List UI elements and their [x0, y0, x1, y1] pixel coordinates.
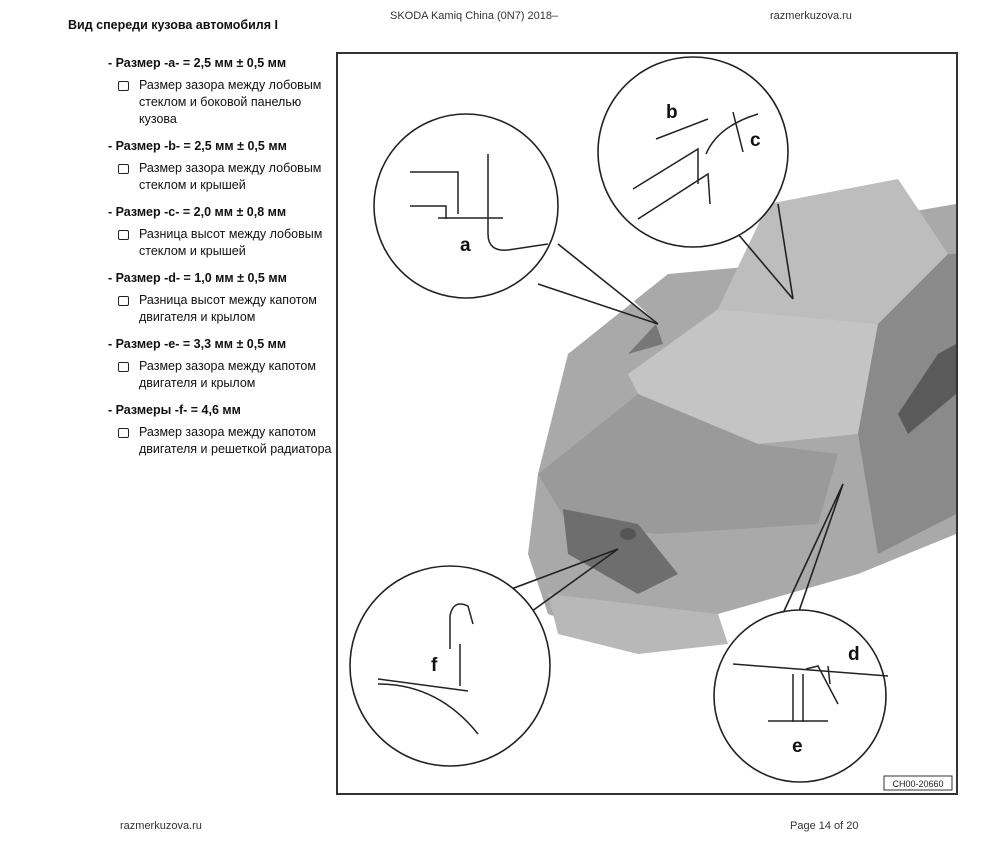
list-item: - Размер -a- = 2,5 мм ± 0,5 мм Размер заз… — [108, 55, 333, 128]
dimension-d: - Размер -d- = 1,0 мм ± 0,5 мм — [108, 271, 287, 285]
footer-site: razmerkuzova.ru — [120, 820, 202, 832]
figure-code: CH00-20660 — [892, 779, 943, 789]
dimension-f: - Размеры -f- = 4,6 мм — [108, 403, 241, 417]
list-item: - Размер -d- = 1,0 мм ± 0,5 мм Разница вы… — [108, 270, 333, 326]
dimension-list: - Размер -a- = 2,5 мм ± 0,5 мм Размер заз… — [108, 55, 333, 468]
car-body — [528, 179, 956, 654]
dimension-c: - Размер -c- = 2,0 мм ± 0,8 мм — [108, 205, 287, 219]
document-title: SKODA Kamiq China (0N7) 2018– — [390, 10, 559, 22]
dimension-b: - Размер -b- = 2,5 мм ± 0,5 мм — [108, 139, 287, 153]
list-item: - Размер -c- = 2,0 мм ± 0,8 мм Разница вы… — [108, 204, 333, 260]
label-a: a — [460, 235, 471, 256]
checkbox-bullet-icon — [118, 296, 129, 306]
dimension-a: - Размер -a- = 2,5 мм ± 0,5 мм — [108, 56, 287, 70]
dimension-description: Размер зазора между лобовым стеклом и кр… — [139, 161, 322, 192]
label-f: f — [431, 655, 438, 676]
label-e: e — [792, 736, 803, 757]
label-b: b — [666, 102, 678, 123]
label-d: d — [848, 644, 860, 665]
checkbox-bullet-icon — [118, 362, 129, 372]
detail-circle-de — [713, 609, 887, 783]
detail-circles — [349, 56, 887, 783]
list-item: - Размер -e- = 3,3 мм ± 0,5 мм Размер заз… — [108, 336, 333, 392]
list-item: - Размер -b- = 2,5 мм ± 0,5 мм Размер заз… — [108, 138, 333, 194]
dimension-description: Размер зазора между капотом двигателя и … — [139, 359, 316, 390]
detail-circle-a — [373, 113, 559, 299]
checkbox-bullet-icon — [118, 81, 129, 91]
label-c: c — [750, 130, 761, 151]
detail-circle-f — [349, 565, 551, 767]
list-item: - Размеры -f- = 4,6 мм Размер зазора межд… — [108, 402, 333, 458]
dimension-description: Размер зазора между капотом двигателя и … — [139, 425, 332, 456]
header-site: razmerkuzova.ru — [770, 10, 852, 22]
dimension-description: Разница высот между капотом двигателя и … — [139, 293, 317, 324]
checkbox-bullet-icon — [118, 428, 129, 438]
dimension-description: Размер зазора между лобовым стеклом и бо… — [139, 78, 322, 126]
checkbox-bullet-icon — [118, 230, 129, 240]
dimension-description: Разница высот между лобовым стеклом и кр… — [139, 227, 323, 258]
dimension-e: - Размер -e- = 3,3 мм ± 0,5 мм — [108, 337, 287, 351]
car-gap-illustration: a b c f d e CH00-20660 — [336, 52, 958, 795]
checkbox-bullet-icon — [118, 164, 129, 174]
page-number: Page 14 of 20 — [790, 820, 859, 832]
section-title: Вид спереди кузова автомобиля I — [68, 18, 278, 32]
car-drawing: a b c f d e CH00-20660 — [349, 56, 956, 791]
